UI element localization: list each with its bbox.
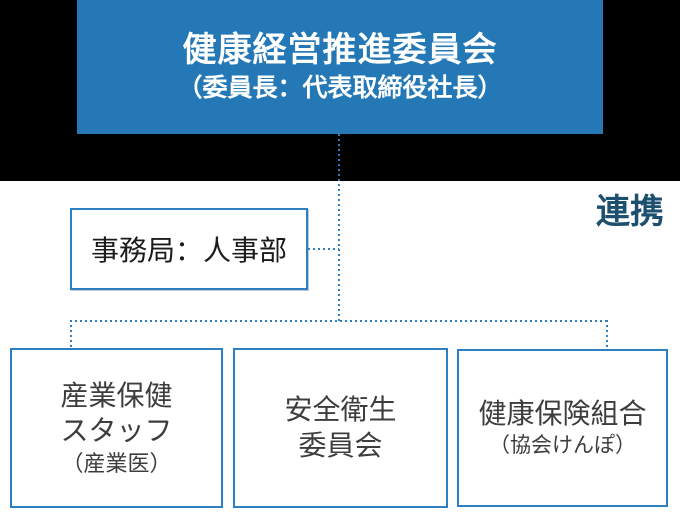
connector-right-stub	[606, 320, 608, 350]
member-line: 健康保険組合	[478, 398, 647, 430]
connector-left-stub	[70, 320, 72, 348]
member-note: （協会けんぽ）	[489, 433, 636, 457]
connector-committee-vertical	[338, 134, 340, 322]
secretariat-box: 事務局：人事部	[70, 208, 308, 290]
collaboration-label: 連携	[596, 193, 664, 231]
member-line: 産業保健	[60, 379, 173, 411]
secretariat-label: 事務局：人事部	[90, 235, 287, 266]
member-line: 安全衛生	[284, 394, 397, 426]
member-box-occupational-health: 産業保健 スタッフ （産業医）	[10, 348, 223, 508]
connector-secretariat-horizontal	[308, 248, 339, 250]
member-box-safety-health-committee: 安全衛生 委員会	[233, 348, 448, 508]
committee-title: 健康経営推進委員会	[182, 31, 498, 69]
committee-box: 健康経営推進委員会 （委員長：代表取締役社長）	[77, 0, 603, 134]
member-box-health-insurance: 健康保険組合 （協会けんぽ）	[457, 349, 668, 507]
member-line: 委員会	[298, 430, 383, 461]
committee-subtitle: （委員長：代表取締役社長）	[177, 74, 503, 102]
member-note: （産業医）	[61, 450, 172, 476]
connector-main-horizontal	[70, 320, 608, 322]
member-line: スタッフ	[60, 415, 173, 447]
